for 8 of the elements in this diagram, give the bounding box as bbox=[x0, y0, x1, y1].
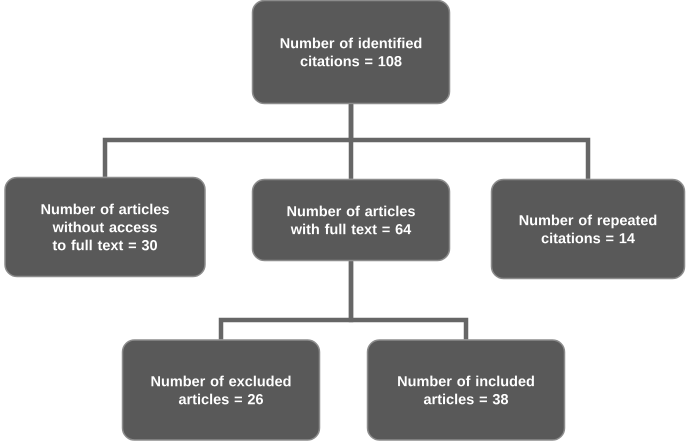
process-box: Number of excluded articles = 26 bbox=[122, 339, 320, 441]
connector-line bbox=[348, 104, 590, 179]
process-box: Number of repeated citations = 14 bbox=[490, 178, 686, 280]
connector-line bbox=[348, 261, 468, 340]
process-box: Number of articles with full text = 64 bbox=[252, 178, 450, 262]
process-box: Number of included articles = 38 bbox=[366, 339, 566, 441]
process-box: Number of articles without access to full text = 30 bbox=[4, 176, 206, 278]
process-box: Number of identified citations = 108 bbox=[252, 0, 450, 104]
